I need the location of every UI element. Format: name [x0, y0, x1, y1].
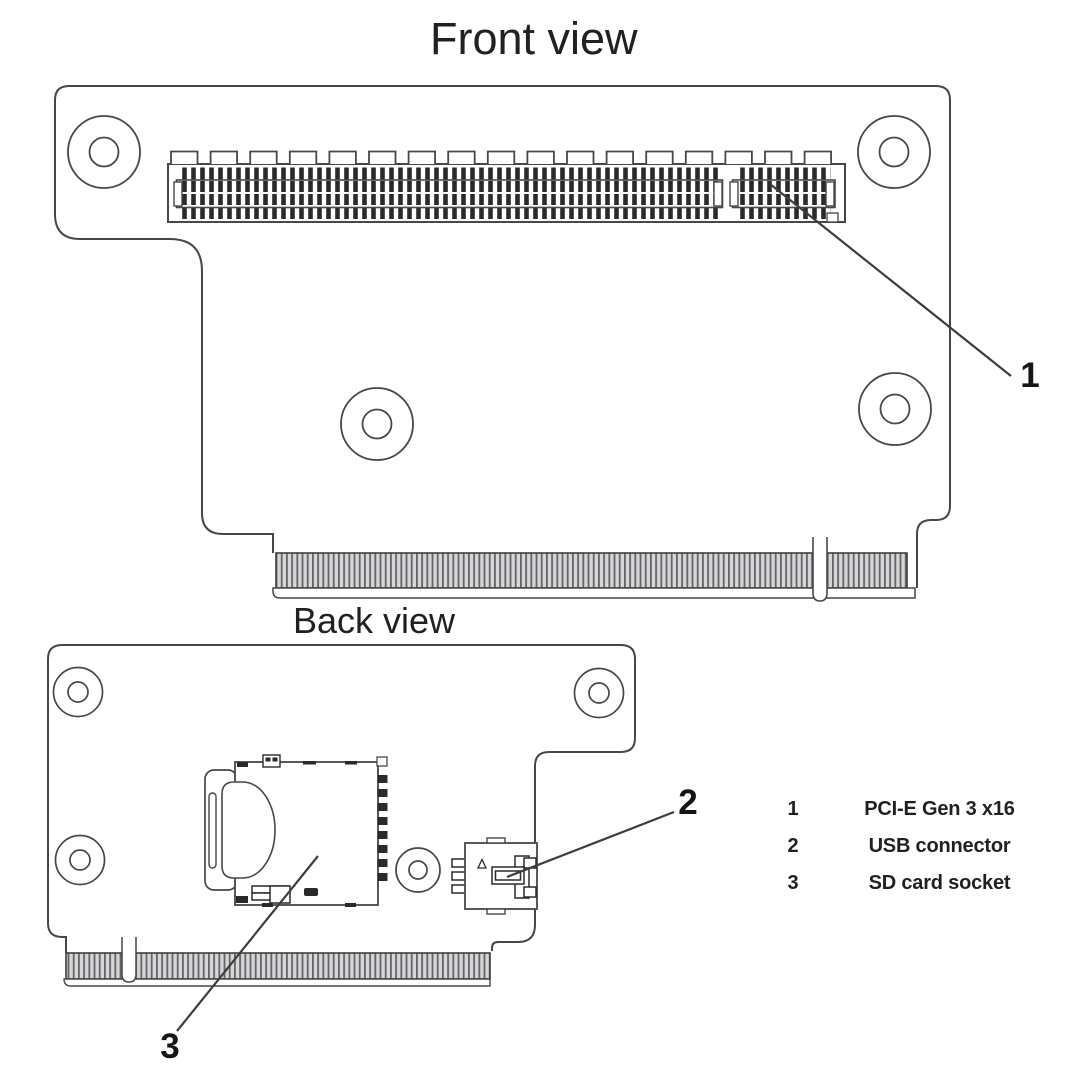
- callout-line-2: [506, 810, 675, 879]
- back-board-outline: [47, 644, 636, 953]
- callout-label-3: 3: [160, 1027, 180, 1066]
- sd-ejector-slot: [208, 792, 217, 869]
- usb-connector: [451, 837, 538, 915]
- mounting-hole: [879, 393, 911, 425]
- sd-socket-switch: [236, 885, 356, 907]
- edge-connector-key-notch: [121, 937, 137, 983]
- edge-connector-strip: [272, 587, 916, 599]
- pcie-slot-pins-short: [729, 167, 839, 223]
- pcie-slot-tab: [209, 150, 238, 164]
- front-board: [54, 85, 951, 588]
- pcie-slot-tab: [526, 150, 555, 164]
- pcie-slot-tab: [764, 150, 793, 164]
- legend-label: PCI-E Gen 3 x16: [864, 798, 1015, 820]
- sd-socket-pins: [377, 775, 388, 881]
- callout-line-3: [176, 855, 319, 1032]
- pcie-slot-tab: [724, 150, 753, 164]
- pcie-slot-pins-long: [173, 167, 724, 219]
- sd-card-shape: [221, 781, 276, 879]
- pcie-slot-tab: [605, 150, 634, 164]
- pcie-slot-tab: [407, 150, 436, 164]
- sd-top-right-tab: [376, 756, 388, 767]
- back-edge-connector: [63, 937, 491, 987]
- callout-label-2: 2: [678, 783, 698, 822]
- sd-card-socket: [204, 754, 388, 907]
- pcie-slot-tab: [566, 150, 595, 164]
- pcie-slot-tab: [645, 150, 674, 164]
- mounting-hole: [408, 860, 428, 880]
- gold-fingers: [275, 552, 908, 589]
- back-board: [47, 644, 636, 953]
- legend-row: 2 USB connector: [768, 835, 1053, 858]
- pcie-slot-tab: [170, 150, 199, 164]
- edge-connector-key-notch: [812, 537, 828, 602]
- legend-row: 3 SD card socket: [768, 872, 1053, 895]
- usb-polarity-triangle: [476, 857, 488, 869]
- front-board-outline: [54, 85, 951, 588]
- front-mounting-holes: [67, 115, 932, 461]
- pcie-slot-tab: [684, 150, 714, 164]
- usb-tongue: [491, 855, 537, 899]
- edge-connector-strip: [63, 978, 491, 987]
- legend-row: 1 PCI-E Gen 3 x16: [768, 798, 1053, 821]
- legend-label: USB connector: [868, 835, 1011, 857]
- mounting-hole: [588, 682, 610, 704]
- callout-label-1: 1: [1020, 356, 1040, 395]
- mounting-hole: [69, 849, 91, 871]
- back-mounting-holes: [52, 666, 625, 893]
- mounting-hole: [361, 408, 393, 440]
- pcie-slot-tab: [249, 150, 278, 164]
- legend-number: 2: [787, 835, 799, 857]
- pcie-slot-tab: [368, 150, 397, 164]
- pcie-slot-tab: [486, 150, 516, 164]
- mounting-hole: [88, 136, 120, 168]
- front-view-title: Front view: [430, 13, 638, 64]
- pcie-slot-tabs: [170, 150, 832, 164]
- mounting-hole: [878, 136, 910, 168]
- legend-number: 3: [787, 872, 799, 894]
- pcie-slot-tab: [328, 150, 357, 164]
- pcie-slot-tab: [803, 150, 832, 164]
- callout-line-1: [769, 183, 1012, 377]
- pcie-slot: [167, 150, 846, 223]
- pcie-slot-tab: [288, 150, 318, 164]
- legend-label: SD card socket: [868, 872, 1011, 894]
- pcie-slot-tab: [447, 150, 476, 164]
- back-view-title: Back view: [293, 600, 456, 641]
- mounting-hole: [67, 681, 89, 703]
- front-edge-connector: [272, 537, 916, 602]
- callout-lines: [176, 183, 1012, 1032]
- legend: 1 PCI-E Gen 3 x16 2 USB connector 3 SD c…: [768, 798, 1053, 909]
- legend-number: 1: [787, 798, 799, 820]
